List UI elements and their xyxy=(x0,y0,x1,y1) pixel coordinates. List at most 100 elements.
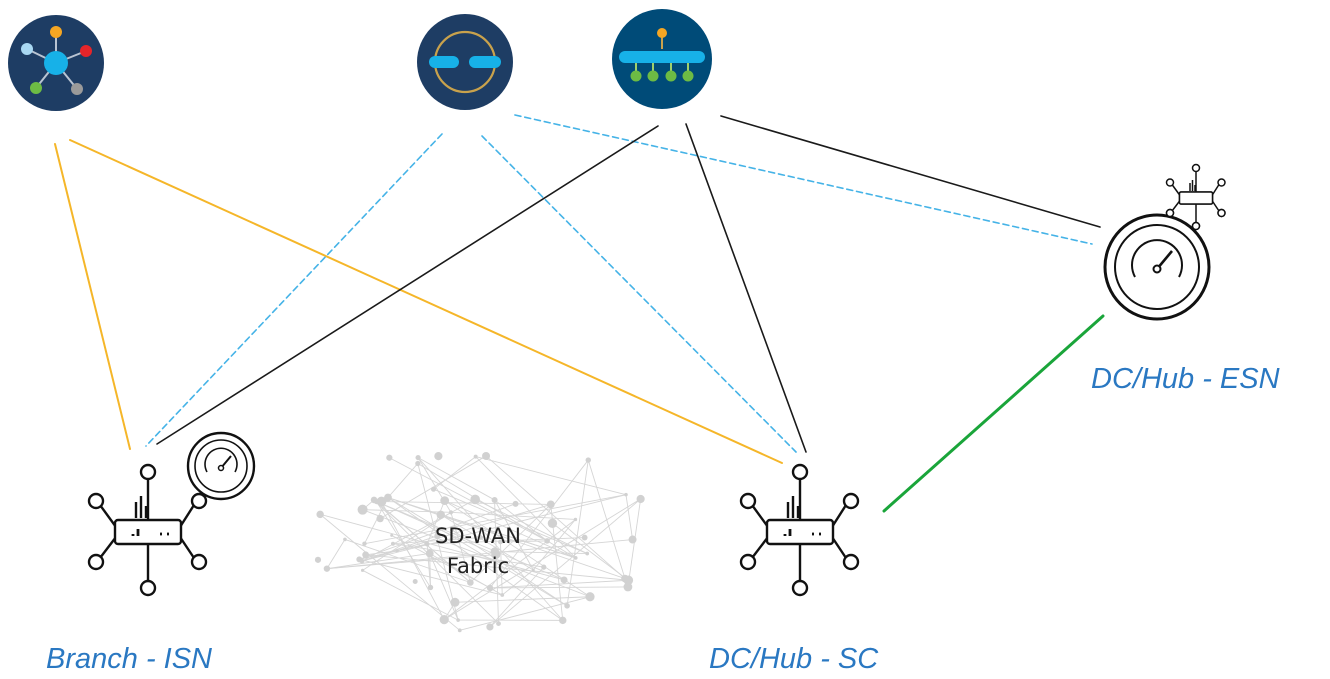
fabric-mesh-link xyxy=(365,554,629,581)
fabric-mesh-link xyxy=(489,566,545,628)
esn-speedometer-icon xyxy=(1103,213,1211,321)
fabric-mesh-node xyxy=(541,564,547,570)
fabric-mesh-node xyxy=(498,539,503,545)
fabric-mesh-node xyxy=(360,568,365,572)
fabric-mesh-link xyxy=(362,509,451,513)
fabric-mesh-link xyxy=(440,514,534,571)
fabric-mesh-node xyxy=(473,454,478,459)
fabric-mesh-node xyxy=(430,486,437,492)
fabric-mesh-link xyxy=(485,455,626,579)
fabric-mesh-link xyxy=(474,499,588,554)
fabric-mesh-node xyxy=(478,535,484,540)
fabric-mesh-link xyxy=(387,463,419,498)
fabric-mesh-link xyxy=(361,499,476,562)
fabric-mesh-node xyxy=(512,500,519,507)
fabric-mesh-node xyxy=(531,568,535,572)
sdwan-fabric-label: SD-WAN Fabric xyxy=(398,521,558,581)
fabric-mesh-node xyxy=(415,460,421,467)
fabric-mesh-node xyxy=(314,556,322,563)
fabric-mesh-node xyxy=(623,582,633,592)
fabric-mesh-link xyxy=(444,500,576,559)
fabric-mesh-link xyxy=(494,499,534,571)
fabric-mesh-node xyxy=(390,541,395,546)
fabric-mesh-node xyxy=(434,532,441,539)
link-hub-to-branch xyxy=(54,143,131,450)
fabric-mesh-link xyxy=(344,538,471,583)
branch-isn-label: Branch - ISN xyxy=(46,643,212,675)
fabric-mesh-node xyxy=(323,565,331,572)
fabric-mesh-link xyxy=(417,457,564,621)
fabric-mesh-link xyxy=(450,511,576,520)
fabric-mesh-node xyxy=(560,576,568,584)
dc-hub-sc-label: DC/Hub - SC xyxy=(709,643,879,675)
fabric-mesh-node xyxy=(362,541,367,546)
fabric-mesh-node xyxy=(482,451,491,460)
fabric-mesh-node xyxy=(440,496,450,506)
fabric-mesh-node xyxy=(457,628,462,633)
fabric-mesh-link xyxy=(494,551,588,555)
link-topology-to-branch xyxy=(156,125,659,445)
fabric-label-line1: SD-WAN xyxy=(435,524,521,548)
fabric-mesh-node xyxy=(470,494,480,505)
fabric-mesh-node xyxy=(623,575,634,586)
fabric-mesh-node xyxy=(427,584,434,591)
esn-router-overlay xyxy=(1165,191,1226,231)
fabric-mesh-link xyxy=(326,539,346,569)
fabric-mesh-node xyxy=(467,579,474,586)
fabric-mesh-node xyxy=(316,510,324,519)
fabric-mesh-node xyxy=(573,517,578,522)
fabric-mesh-link xyxy=(389,457,548,542)
fabric-mesh-node xyxy=(486,623,494,631)
fabric-mesh-link xyxy=(362,509,591,598)
fabric-mesh-link xyxy=(387,497,564,621)
fabric-mesh-node xyxy=(357,504,368,515)
fabric-mesh-link xyxy=(494,499,548,542)
dc-hub-esn-label: DC/Hub - ESN xyxy=(1091,363,1280,395)
fabric-mesh-node xyxy=(500,593,505,597)
link-topology-to-sc xyxy=(685,123,807,453)
fabric-mesh-node xyxy=(585,551,590,556)
fabric-mesh-node xyxy=(439,615,449,625)
fabric-mesh-link xyxy=(443,498,641,620)
fabric-mesh-link xyxy=(326,553,430,570)
fabric-mesh-node xyxy=(436,510,445,519)
sc-router-icon xyxy=(739,463,860,597)
fabric-mesh-link xyxy=(359,503,516,560)
fabric-mesh-link xyxy=(489,498,641,628)
fabric-mesh-link xyxy=(459,596,591,631)
fabric-mesh-node xyxy=(434,452,443,461)
network-hub-icon xyxy=(8,15,104,111)
fabric-mesh-link xyxy=(361,535,438,562)
fabric-mesh-node xyxy=(343,537,347,542)
fabric-mesh-link xyxy=(426,500,446,545)
link-circle-to-esn xyxy=(514,114,1093,245)
fabric-mesh-link xyxy=(451,529,568,607)
link-circle-icon xyxy=(417,14,513,110)
fabric-mesh-link xyxy=(475,456,576,559)
fabric-mesh-node xyxy=(384,493,392,502)
fabric-mesh-link xyxy=(387,497,568,607)
fabric-mesh-node xyxy=(490,547,500,556)
fabric-mesh-node xyxy=(386,454,393,461)
fabric-label-line2: Fabric xyxy=(446,554,510,578)
branch-router-icon xyxy=(87,463,208,597)
fabric-mesh-link xyxy=(587,459,626,579)
fabric-mesh-node xyxy=(448,510,454,515)
fabric-mesh-node xyxy=(450,597,460,607)
fabric-mesh-node xyxy=(412,579,418,585)
fabric-mesh-link xyxy=(387,497,626,579)
fabric-mesh-node xyxy=(415,454,421,461)
link-sc-to-esn xyxy=(882,314,1105,513)
fabric-mesh-node xyxy=(585,592,595,602)
fabric-mesh-link xyxy=(376,501,565,581)
fabric-mesh-link xyxy=(433,456,476,490)
fabric-mesh-node xyxy=(624,492,628,497)
fabric-mesh-link xyxy=(433,488,588,554)
fabric-mesh-link xyxy=(475,456,627,496)
fabric-mesh-link xyxy=(359,543,428,560)
fabric-mesh-node xyxy=(395,549,399,553)
fabric-mesh-node xyxy=(544,538,550,544)
fabric-mesh-node xyxy=(628,535,637,544)
fabric-mesh-node xyxy=(585,457,591,463)
